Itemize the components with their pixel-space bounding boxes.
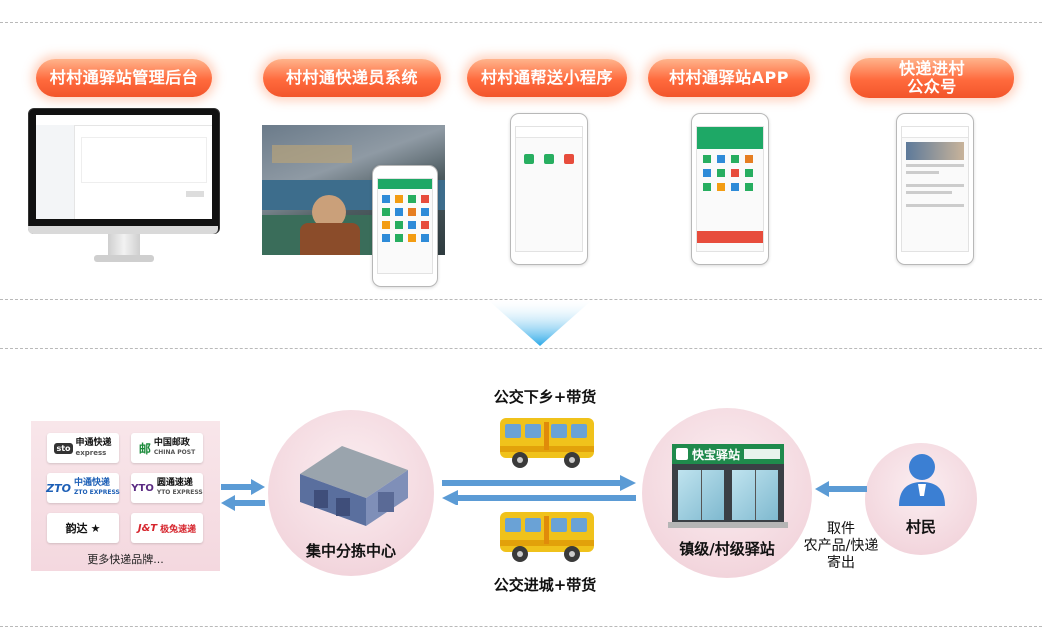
divider-top: [0, 22, 1042, 23]
divider-mid-1: [0, 299, 1042, 300]
brand-yunda: 韵达★: [47, 513, 119, 543]
monitor-screen: [36, 115, 212, 219]
bus-bottom-label: 公交进城+带货: [493, 576, 597, 594]
admin-monitor: [28, 108, 220, 270]
villager-label: 村民: [905, 518, 936, 536]
pill-station-app: 村村通驿站APP: [648, 59, 810, 97]
station-app-phone: [691, 113, 769, 265]
left-arrow-icon: [815, 481, 867, 497]
action-produce: 农产品/快递: [803, 538, 879, 554]
bidirectional-arrow-icon: [221, 479, 265, 511]
down-arrow-icon: [488, 300, 592, 346]
bus-top-label: 公交下乡+带货: [493, 388, 597, 406]
divider-bottom: [0, 626, 1042, 627]
person-icon: [899, 454, 945, 506]
station-building: 快宝驿站: [668, 444, 788, 532]
brands-more-label: 更多快递品牌...: [87, 553, 164, 566]
warehouse-icon: [300, 446, 408, 526]
action-labels: 取件 农产品/快递 寄出: [796, 521, 886, 572]
long-arrows-icon: [442, 475, 636, 505]
station-sign: 快宝驿站: [692, 447, 741, 462]
courier-phone: [372, 165, 438, 287]
divider-mid-2: [0, 348, 1042, 349]
pill-courier-system: 村村通快递员系统: [263, 59, 441, 97]
station-label: 镇级/村级驿站: [679, 540, 775, 558]
bus-bottom-icon: [500, 512, 594, 562]
bus-top-icon: [500, 418, 594, 468]
official-account-phone: [896, 113, 974, 265]
pill-official-account: 快递进村公众号: [850, 58, 1014, 98]
pill-mini-program: 村村通帮送小程序: [467, 59, 627, 97]
sorting-center-label: 集中分拣中心: [305, 542, 396, 560]
action-send: 寄出: [827, 555, 855, 571]
action-pickup: 取件: [827, 521, 855, 537]
pill-admin-backend: 村村通驿站管理后台: [36, 59, 212, 97]
mini-program-phone: [510, 113, 588, 265]
